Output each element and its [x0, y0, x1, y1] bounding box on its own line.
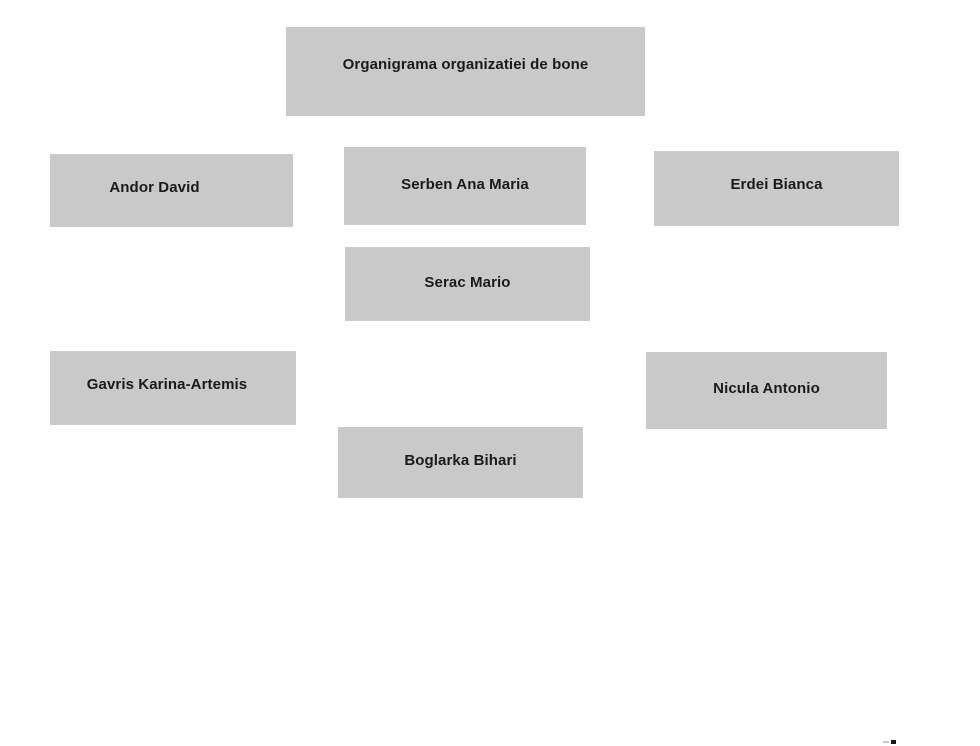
org-node-boglarka-bihari[interactable]: Boglarka Bihari [338, 427, 583, 498]
org-node-andor-david[interactable]: Andor David [50, 154, 293, 227]
org-node-serben-ana-maria-label: Serben Ana Maria [401, 175, 529, 193]
org-node-erdei-bianca[interactable]: Erdei Bianca [654, 151, 899, 226]
org-node-serac-mario-label: Serac Mario [424, 273, 511, 291]
org-node-root-label: Organigrama organizatiei de bone [342, 56, 589, 73]
stray-period-mark [883, 740, 896, 744]
org-node-nicula-antonio[interactable]: Nicula Antonio [646, 352, 887, 429]
org-node-serben-ana-maria[interactable]: Serben Ana Maria [344, 147, 586, 225]
org-node-nicula-antonio-label: Nicula Antonio [713, 380, 820, 397]
org-node-root[interactable]: Organigrama organizatiei de bone [286, 27, 645, 116]
org-node-andor-david-label: Andor David [109, 179, 200, 196]
org-node-gavris-karina-artemis-label: Gavris Karina-Artemis [86, 375, 248, 393]
org-node-gavris-karina-artemis[interactable]: Gavris Karina-Artemis [50, 351, 296, 425]
org-node-boglarka-bihari-label: Boglarka Bihari [404, 452, 517, 469]
org-node-erdei-bianca-label: Erdei Bianca [730, 176, 823, 193]
org-node-serac-mario[interactable]: Serac Mario [345, 247, 590, 321]
